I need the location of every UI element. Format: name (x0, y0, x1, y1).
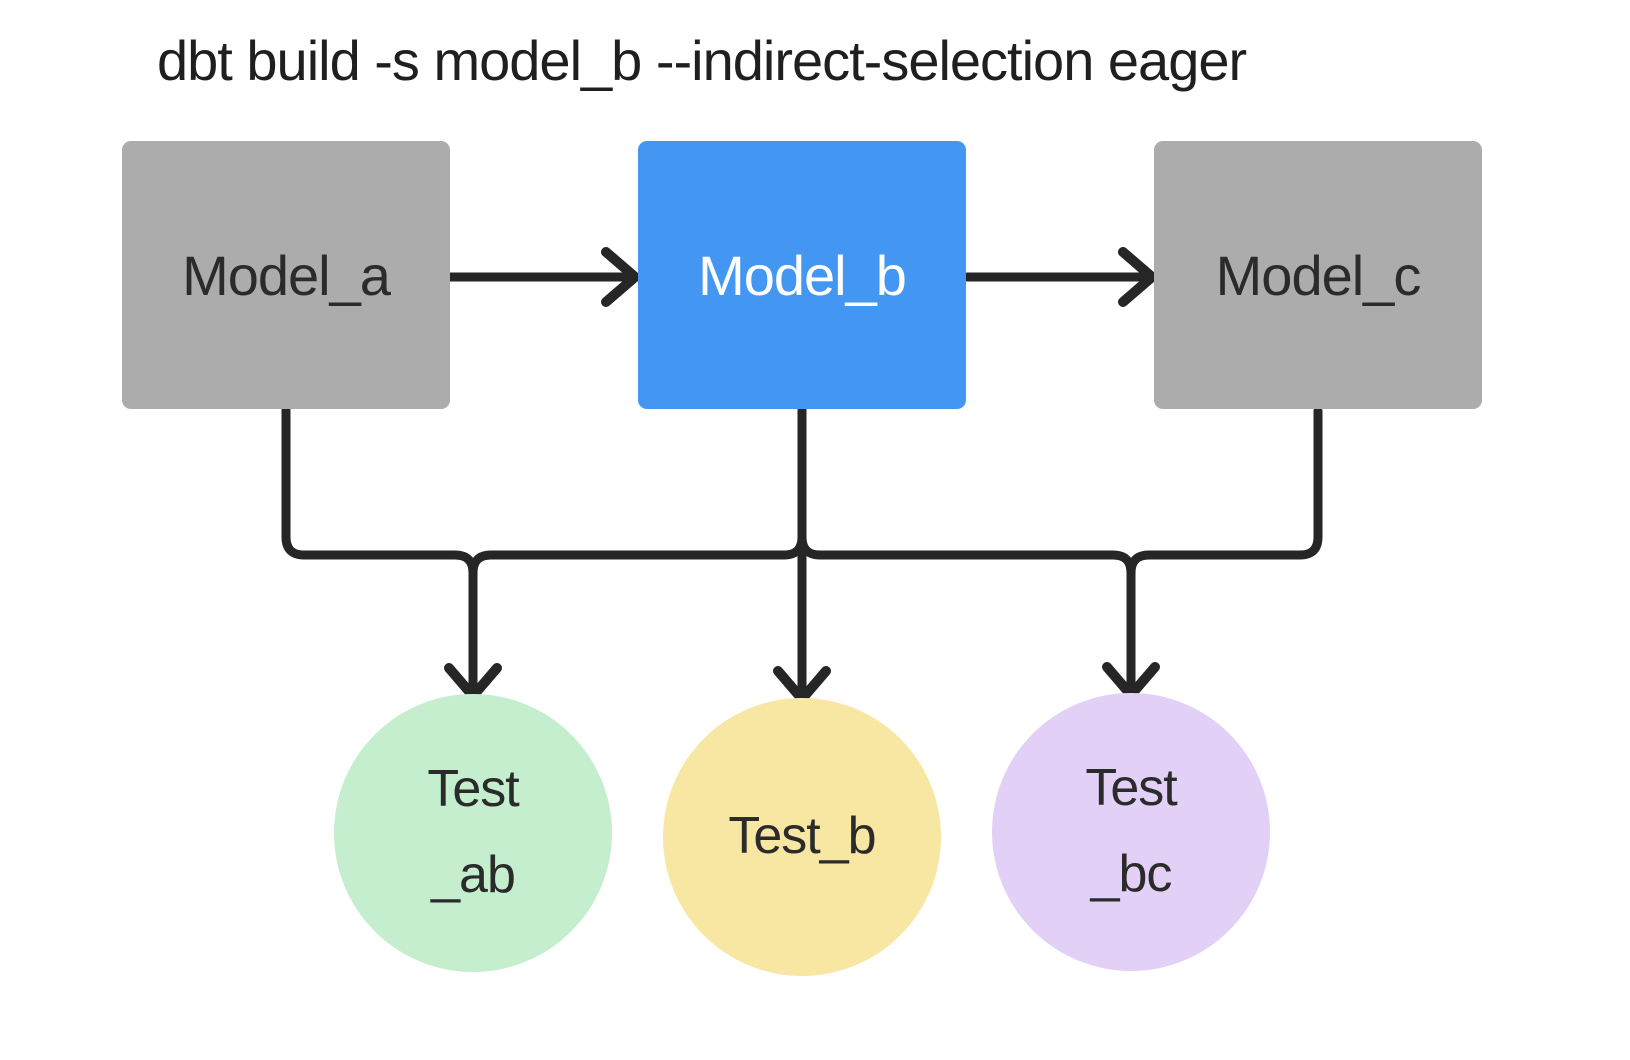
arrowhead-model-c-icon (1118, 247, 1157, 307)
node-model-b: Model_b (638, 141, 966, 409)
edge-model-b-to-test-ab (468, 403, 807, 695)
node-model-a-label: Model_a (182, 243, 391, 307)
node-test-bc: Test _bc (992, 693, 1270, 971)
node-model-b-label: Model_b (698, 243, 907, 307)
node-test-b-label: Test_b (728, 807, 876, 866)
arrowhead-model-b-icon (601, 247, 640, 307)
node-test-ab-label: Test _ab (427, 760, 519, 904)
edge-model-c-to-test-bc (1126, 406, 1323, 695)
node-test-bc-label: Test _bc (1085, 759, 1177, 903)
node-test-ab: Test _ab (334, 694, 612, 972)
edge-model-b-to-test-bc (797, 403, 1136, 695)
node-model-a: Model_a (122, 141, 450, 409)
node-test-b: Test_b (663, 698, 941, 976)
diagram-title: dbt build -s model_b --indirect-selectio… (157, 29, 1247, 92)
node-model-c-label: Model_c (1215, 243, 1422, 307)
edge-model-a-to-test-ab (281, 405, 478, 695)
node-model-c: Model_c (1154, 141, 1482, 409)
